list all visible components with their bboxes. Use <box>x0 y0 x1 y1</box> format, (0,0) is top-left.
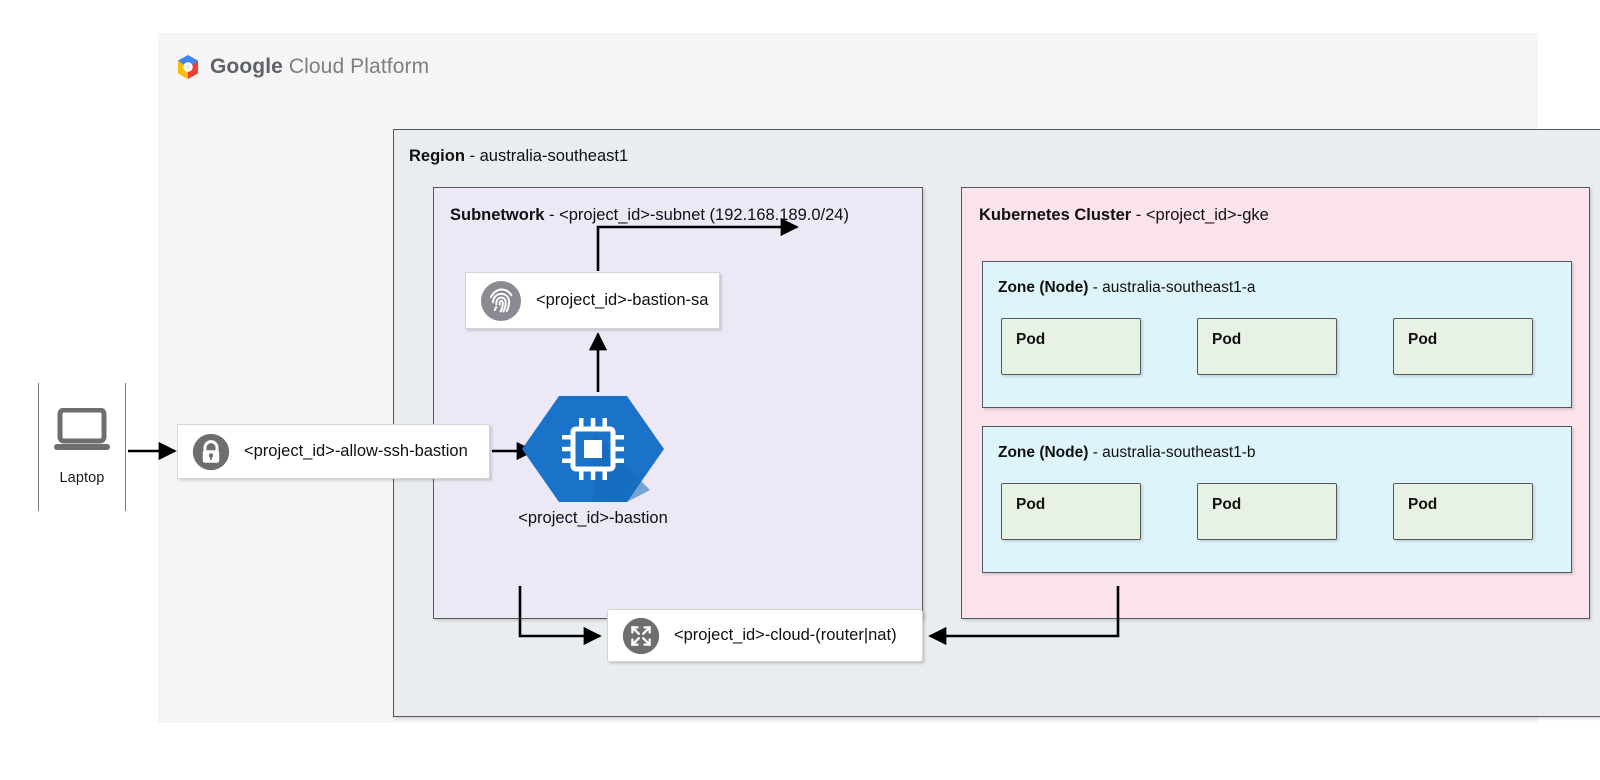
firewall-rule-label: <project_id>-allow-ssh-bastion <box>244 442 468 460</box>
gcp-brand-header: Google Cloud Platform <box>174 53 429 81</box>
pod-box[interactable]: Pod <box>1197 318 1337 375</box>
subnetwork-title: Subnetwork - <project_id>-subnet (192.16… <box>450 206 849 225</box>
service-account-node[interactable]: <project_id>-bastion-sa <box>465 272 720 329</box>
fingerprint-icon <box>480 280 522 321</box>
laptop-node[interactable]: Laptop <box>38 383 126 511</box>
kubernetes-cluster-container: Kubernetes Cluster - <project_id>-gke Zo… <box>961 187 1590 619</box>
bastion-vm-label: <project_id>-bastion <box>518 509 668 527</box>
laptop-icon <box>54 408 110 450</box>
subnetwork-title-rest: - <project_id>-subnet (192.168.189.0/24) <box>544 206 849 224</box>
zone-a-title: Zone (Node) - australia-southeast1-a <box>998 279 1256 297</box>
pod-label: Pod <box>1212 331 1242 348</box>
gcp-hexagon-logo-icon <box>178 55 198 79</box>
pod-box[interactable]: Pod <box>1001 483 1141 540</box>
pod-label: Pod <box>1016 496 1046 513</box>
bastion-vm-node[interactable]: <project_id>-bastion <box>508 393 678 533</box>
cluster-title-rest: - <project_id>-gke <box>1131 206 1269 224</box>
cluster-title-bold: Kubernetes Cluster <box>979 206 1132 224</box>
pod-label: Pod <box>1408 496 1438 513</box>
zone-a-title-bold: Zone (Node) <box>998 279 1089 296</box>
firewall-rule-node[interactable]: <project_id>-allow-ssh-bastion <box>177 424 490 479</box>
zone-container-b: Zone (Node) - australia-southeast1-b Pod… <box>982 426 1572 573</box>
pod-label: Pod <box>1408 331 1438 348</box>
gcp-brand-title: Google Cloud Platform <box>210 55 429 79</box>
pod-label: Pod <box>1212 496 1242 513</box>
zone-b-title: Zone (Node) - australia-southeast1-b <box>998 444 1256 462</box>
cluster-title: Kubernetes Cluster - <project_id>-gke <box>979 206 1269 225</box>
router-expand-icon <box>622 617 660 654</box>
zone-a-title-rest: - australia-southeast1-a <box>1088 279 1256 296</box>
pod-box[interactable]: Pod <box>1197 483 1337 540</box>
pod-label: Pod <box>1016 331 1046 348</box>
cpu-chip-hexagon-icon <box>522 396 664 502</box>
region-title: Region - australia-southeast1 <box>409 147 628 166</box>
zone-b-title-bold: Zone (Node) <box>998 444 1089 461</box>
pod-box[interactable]: Pod <box>1393 483 1533 540</box>
subnetwork-container: Subnetwork - <project_id>-subnet (192.16… <box>433 187 923 619</box>
region-title-bold: Region <box>409 147 465 165</box>
zone-b-title-rest: - australia-southeast1-b <box>1088 444 1256 461</box>
gcp-brand-light: Cloud Platform <box>282 55 430 78</box>
pod-box[interactable]: Pod <box>1001 318 1141 375</box>
cloud-router-nat-node[interactable]: <project_id>-cloud-(router|nat) <box>607 609 923 662</box>
zone-container-a: Zone (Node) - australia-southeast1-a Pod… <box>982 261 1572 408</box>
laptop-label: Laptop <box>59 470 105 486</box>
region-title-rest: - australia-southeast1 <box>464 147 629 165</box>
service-account-label: <project_id>-bastion-sa <box>536 291 709 309</box>
subnetwork-title-bold: Subnetwork <box>450 206 545 224</box>
cloud-router-nat-label: <project_id>-cloud-(router|nat) <box>674 626 897 644</box>
pod-box[interactable]: Pod <box>1393 318 1533 375</box>
gcp-brand-bold: Google <box>210 55 283 78</box>
lock-icon <box>192 433 230 470</box>
